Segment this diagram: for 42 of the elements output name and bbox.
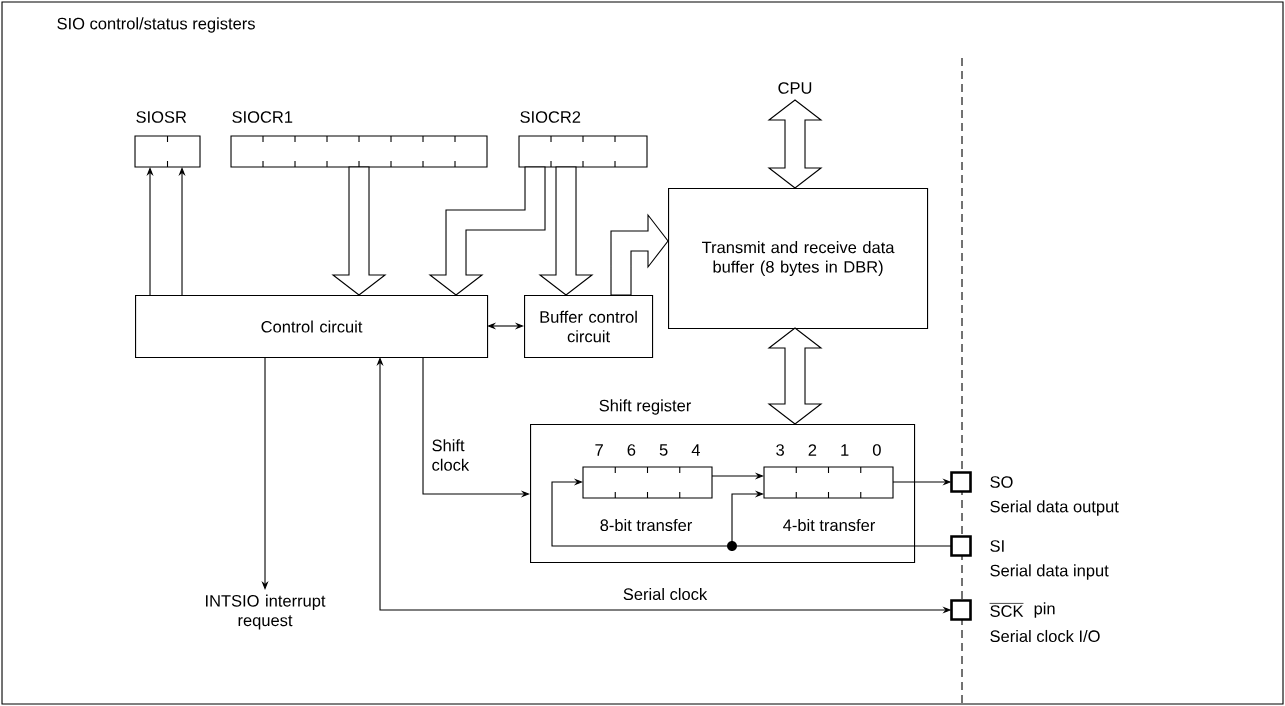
signal-label: CPU bbox=[778, 82, 812, 94]
register-name: SIOCR2 bbox=[520, 111, 581, 123]
pin-label: pin bbox=[1034, 602, 1055, 618]
bus-arrow bbox=[538, 166, 594, 296]
section-title: SIO control/status registers bbox=[57, 17, 255, 33]
bus-arrow bbox=[428, 166, 546, 296]
bit-number: 3 bbox=[776, 444, 784, 456]
pin-label: SO bbox=[990, 476, 1013, 488]
arrow bbox=[731, 490, 764, 542]
bit-number: 6 bbox=[627, 444, 636, 456]
arrow bbox=[487, 322, 524, 330]
arrow bbox=[551, 478, 728, 547]
signal-label: INTSIO interrupt request bbox=[206, 594, 326, 630]
bus-arrow bbox=[610, 213, 669, 296]
bit-number: 1 bbox=[841, 444, 849, 456]
pin-label: Serial clock I/O bbox=[990, 629, 1100, 643]
bit-number: 5 bbox=[659, 444, 668, 456]
bit-number: 7 bbox=[595, 444, 603, 456]
bus-arrow bbox=[767, 99, 823, 189]
bit-number: 4 bbox=[691, 444, 700, 456]
register-name: SIOSR bbox=[136, 111, 187, 123]
transfer-label: 4-bit transfer bbox=[783, 518, 875, 532]
bit-number: 0 bbox=[872, 444, 881, 456]
frame-title: Shift register bbox=[599, 399, 691, 415]
edge-label: Serial clock bbox=[623, 587, 708, 601]
bus-arrow bbox=[331, 166, 387, 296]
pin-square bbox=[950, 599, 972, 621]
pin-square bbox=[950, 471, 972, 493]
pin-label: Serial data output bbox=[990, 500, 1119, 516]
circuit-box: Transmit and receive data buffer (8 bytes in DBR) bbox=[668, 188, 929, 330]
pin-square bbox=[950, 535, 972, 557]
bit-number: 2 bbox=[808, 444, 817, 456]
circuit-box: Buffer control circuit bbox=[524, 295, 654, 359]
transfer-label: 8-bit transfer bbox=[600, 518, 692, 532]
bus-arrow bbox=[767, 327, 823, 425]
register-name: SIOCR1 bbox=[232, 111, 293, 123]
pin-label: SCK bbox=[989, 603, 1024, 617]
pin-label: SI bbox=[990, 540, 1004, 552]
pin-label: Serial data input bbox=[990, 564, 1109, 580]
signal-line bbox=[736, 545, 953, 547]
edge-label: Shift clock bbox=[432, 439, 470, 471]
circuit-box: Control circuit bbox=[135, 295, 489, 359]
